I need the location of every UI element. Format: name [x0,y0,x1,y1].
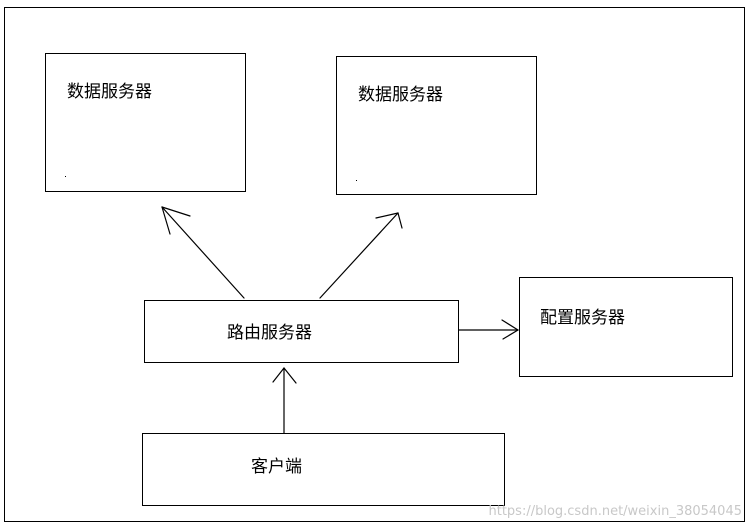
arrowhead-stroke [161,206,171,235]
arrow-client-to-router [272,367,297,434]
data-server-box-1: 数据服务器 [45,53,246,192]
arrow-router-to-data-server-2 [319,212,403,299]
client-box: 客户端 [142,433,505,506]
arrowhead-stroke [283,367,297,384]
arrowhead-stroke [375,212,399,219]
outer-frame [4,7,745,522]
stray-dot [356,180,357,181]
arrow-shaft [161,206,245,299]
arrowhead-stroke [397,212,403,229]
data-server-label-2: 数据服务器 [358,85,443,105]
arrow-router-to-data-server-1 [161,206,245,299]
watermark: https://blog.csdn.net/weixin_38054045 [488,504,742,519]
router-label: 路由服务器 [227,323,312,343]
router-box: 路由服务器 [144,300,459,363]
arrow-router-to-config-server [458,319,519,340]
arrowhead-stroke [161,206,191,217]
arrow-shaft [319,212,399,299]
arrowhead-stroke [501,319,519,331]
config-server-label: 配置服务器 [540,308,625,328]
data-server-box-2: 数据服务器 [336,56,537,195]
stray-dot [65,176,66,177]
arrowhead-stroke [502,329,519,340]
data-server-label-1: 数据服务器 [67,82,152,102]
config-server-box: 配置服务器 [519,277,733,377]
client-label: 客户端 [251,457,302,477]
arrowhead-stroke [272,367,285,383]
